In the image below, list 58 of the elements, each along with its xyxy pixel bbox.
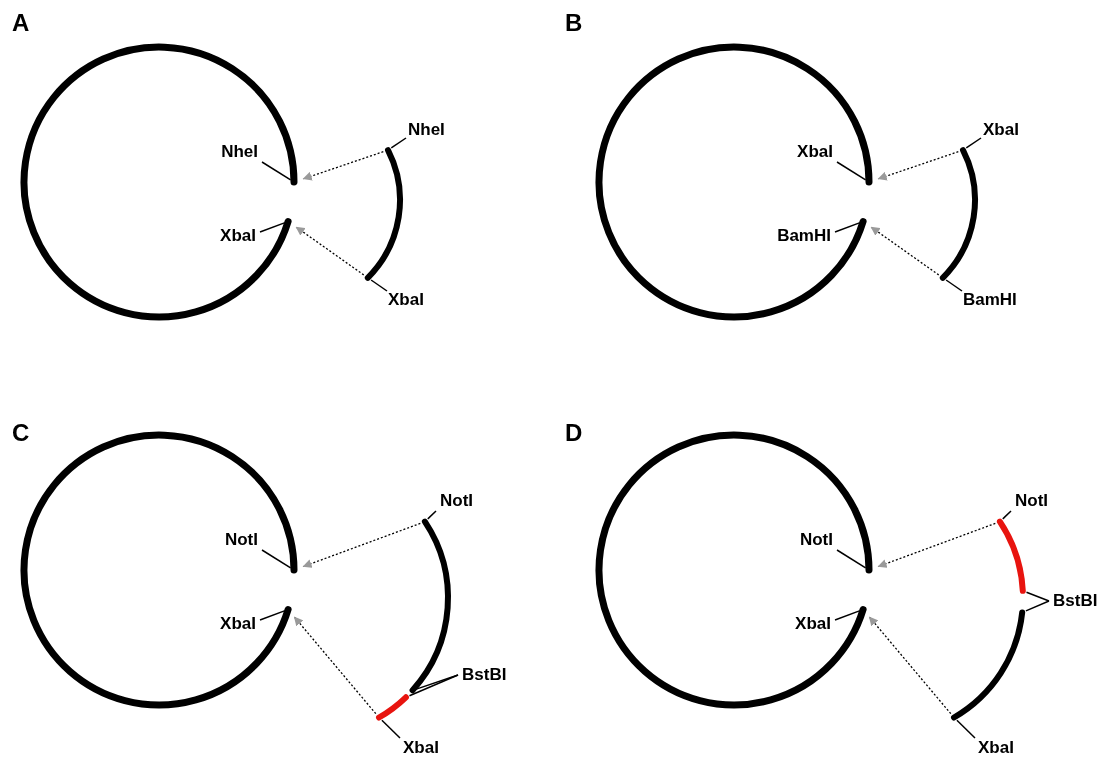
dotted-arrow bbox=[870, 226, 940, 276]
dna-fragment bbox=[996, 518, 1026, 594]
dna-fragment bbox=[939, 147, 978, 281]
leader-line bbox=[834, 610, 861, 621]
site-label: XbaI bbox=[797, 142, 833, 162]
plasmid-ring bbox=[20, 43, 298, 321]
site-label: XbaI bbox=[795, 614, 831, 634]
dotted-arrow bbox=[302, 522, 421, 568]
leader-line bbox=[370, 279, 388, 292]
dotted-arrow bbox=[877, 151, 959, 181]
leader-line bbox=[1025, 600, 1050, 612]
leader-line bbox=[836, 161, 867, 181]
site-label: XbaI bbox=[983, 120, 1019, 140]
site-label: NheI bbox=[408, 120, 445, 140]
panel-letter: C bbox=[12, 420, 30, 446]
site-label: NotI bbox=[799, 530, 833, 550]
site-label: XbaI bbox=[978, 738, 1014, 757]
leader-line bbox=[836, 549, 867, 569]
site-label: BstBI bbox=[462, 665, 507, 685]
dotted-arrow bbox=[877, 522, 996, 568]
dotted-arrow bbox=[295, 226, 365, 276]
dotted-arrow bbox=[868, 616, 952, 715]
leader-line bbox=[1002, 510, 1012, 520]
site-label: XbaI bbox=[388, 290, 424, 310]
site-label: BamHI bbox=[963, 290, 1017, 310]
site-label: NheI bbox=[221, 142, 258, 162]
leader-line bbox=[408, 674, 459, 697]
site-label: XbaI bbox=[220, 226, 256, 246]
leader-line bbox=[261, 161, 292, 181]
site-label: BamHI bbox=[777, 226, 831, 246]
dna-fragment bbox=[409, 518, 451, 694]
leader-line bbox=[427, 510, 437, 520]
site-label: BstBI bbox=[1053, 591, 1098, 611]
site-label: XbaI bbox=[220, 614, 256, 634]
leader-line bbox=[259, 610, 286, 621]
leader-line bbox=[956, 719, 976, 739]
leader-line bbox=[381, 719, 401, 739]
leader-line bbox=[945, 279, 963, 292]
panel-letter: B bbox=[565, 10, 583, 36]
site-label: NotI bbox=[440, 491, 474, 511]
site-label: NotI bbox=[224, 530, 258, 550]
leader-line bbox=[1025, 591, 1050, 602]
leader-line bbox=[261, 549, 292, 569]
panel-letter: D bbox=[565, 420, 583, 446]
site-label: XbaI bbox=[403, 738, 439, 757]
dotted-arrow bbox=[302, 151, 384, 181]
dna-fragment bbox=[376, 694, 409, 721]
plasmid-ring bbox=[595, 43, 873, 321]
leader-line bbox=[390, 137, 407, 149]
dna-fragment bbox=[951, 609, 1026, 721]
dna-fragment bbox=[364, 147, 403, 281]
leader-line bbox=[259, 222, 286, 233]
plasmid-ring bbox=[595, 431, 873, 709]
leader-line bbox=[965, 137, 982, 149]
dotted-arrow bbox=[293, 616, 377, 715]
leader-line bbox=[834, 222, 861, 233]
panel-letter: A bbox=[12, 10, 30, 36]
site-label: NotI bbox=[1015, 491, 1049, 511]
